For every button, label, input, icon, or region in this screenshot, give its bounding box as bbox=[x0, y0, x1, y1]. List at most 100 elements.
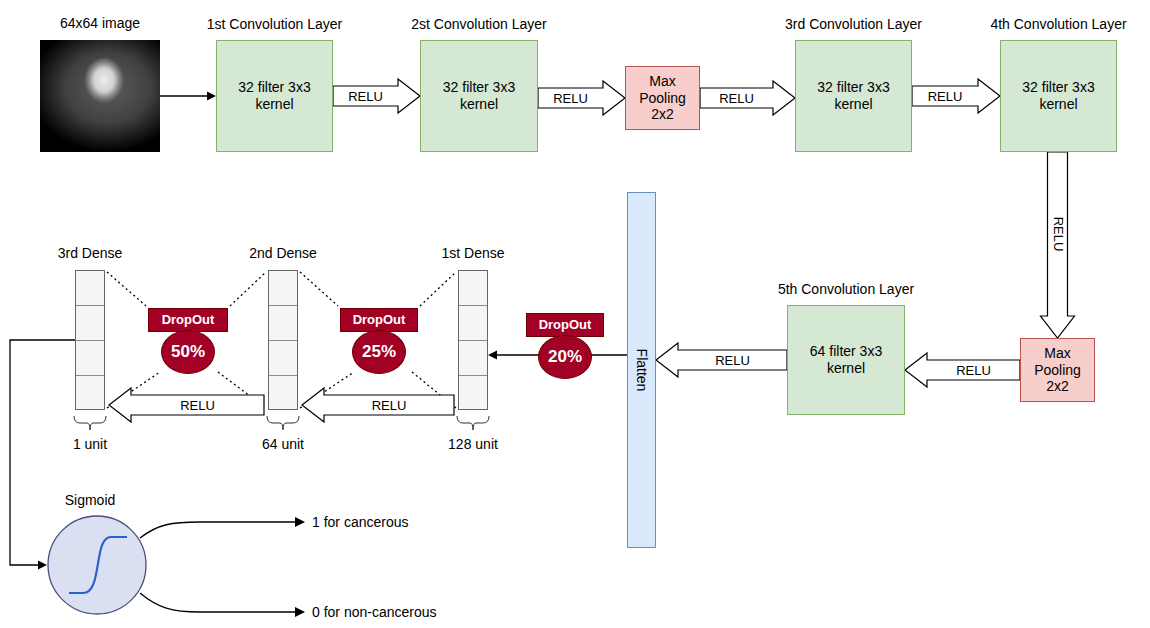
relu-arrow bbox=[656, 343, 787, 377]
dropout-marker: DropOut25% bbox=[340, 308, 418, 374]
sigmoid-curve bbox=[69, 537, 127, 593]
conv-layer-box: 4th Convolution Layer32 filter 3x3 kerne… bbox=[1000, 40, 1117, 152]
layer-title: 3rd Convolution Layer bbox=[785, 16, 922, 33]
layer-title: 1st Dense bbox=[441, 245, 504, 262]
relu-arrow bbox=[1041, 152, 1075, 338]
relu-arrow bbox=[905, 353, 1020, 387]
conv-layer-box: 5th Convolution Layer64 filter 3x3 kerne… bbox=[787, 305, 905, 415]
output-label: 1 for cancerous bbox=[312, 513, 409, 531]
bracket bbox=[457, 416, 489, 430]
edge-label: RELU bbox=[927, 89, 964, 104]
output-arrows bbox=[140, 522, 296, 612]
output-line bbox=[140, 593, 296, 612]
relu-arrow bbox=[700, 81, 795, 115]
relu-arrow bbox=[109, 388, 264, 422]
arrow-line bbox=[10, 340, 75, 565]
dotted-line bbox=[107, 272, 146, 306]
arrow-head bbox=[488, 351, 497, 360]
edge-label: RELU bbox=[718, 91, 755, 106]
flow-arrow bbox=[488, 351, 627, 360]
output-label: 0 for non-cancerous bbox=[312, 603, 437, 621]
sigmoid-circle: Sigmoid bbox=[47, 515, 147, 615]
layer-title: 2nd Dense bbox=[249, 245, 317, 262]
max-pooling-box: Max Pooling 2x2 bbox=[625, 66, 700, 130]
layer-title: 3rd Dense bbox=[58, 245, 123, 262]
arrow-head bbox=[295, 517, 305, 527]
dropout-dotted-lines bbox=[107, 272, 456, 408]
dropout-rate: 20% bbox=[538, 335, 592, 379]
flatten-band: Flatten bbox=[627, 192, 656, 548]
hollow-arrow bbox=[1041, 152, 1075, 338]
layer-spec: Max Pooling 2x2 bbox=[1030, 345, 1086, 395]
edge-label: RELU bbox=[714, 353, 751, 368]
dropout-marker: DropOut20% bbox=[526, 313, 604, 379]
dense-layer: 2nd Dense64 unit bbox=[268, 270, 298, 410]
edge-label: RELU bbox=[347, 89, 384, 104]
layer-title: 64x64 image bbox=[60, 15, 140, 32]
dropout-rate: 50% bbox=[161, 330, 215, 374]
dropout-marker: DropOut50% bbox=[148, 308, 228, 374]
dense-layer: 3rd Dense1 unit bbox=[75, 270, 105, 410]
edge-label: RELU bbox=[552, 91, 589, 106]
layer-title: Sigmoid bbox=[65, 492, 116, 509]
hollow-arrow bbox=[302, 388, 454, 422]
arrow-head bbox=[207, 92, 216, 101]
dropout-tag: DropOut bbox=[526, 313, 604, 337]
output-line bbox=[140, 522, 296, 538]
arrow-head bbox=[38, 561, 47, 570]
dropout-tag: DropOut bbox=[340, 308, 418, 332]
layer-spec: 64 filter 3x3 kernel bbox=[807, 343, 885, 377]
edge-label: RELU bbox=[179, 398, 216, 413]
conv-layer-box: 3rd Convolution Layer32 filter 3x3 kerne… bbox=[795, 40, 912, 152]
arrow-line bbox=[160, 95, 208, 96]
layer-spec: 32 filter 3x3 kernel bbox=[815, 79, 893, 113]
layer-spec: 32 filter 3x3 kernel bbox=[1020, 79, 1098, 113]
layer-spec: 32 filter 3x3 kernel bbox=[440, 79, 518, 113]
sigmoid-shape bbox=[47, 515, 147, 615]
conv-layer-box: 1st Convolution Layer32 filter 3x3 kerne… bbox=[216, 40, 333, 152]
conv-layer-box: 2st Convolution Layer32 filter 3x3 kerne… bbox=[420, 40, 538, 152]
unit-count: 1 unit bbox=[73, 436, 107, 453]
layer-title: 5th Convolution Layer bbox=[778, 281, 914, 298]
relu-arrow bbox=[333, 79, 420, 113]
dotted-line bbox=[420, 272, 456, 306]
flow-arrow bbox=[160, 92, 216, 101]
dotted-line bbox=[230, 272, 266, 306]
band-label: Flatten bbox=[633, 349, 650, 392]
layer-spec: Max Pooling 2x2 bbox=[635, 73, 691, 123]
sigmoid-outline bbox=[48, 516, 146, 614]
dotted-line bbox=[300, 272, 338, 306]
hollow-arrow bbox=[912, 79, 1000, 113]
relu-arrow bbox=[302, 388, 454, 422]
hollow-arrow bbox=[656, 343, 787, 377]
bracket bbox=[267, 416, 299, 430]
unit-count: 64 unit bbox=[262, 436, 304, 453]
arrow-line bbox=[496, 354, 627, 355]
hollow-arrow bbox=[333, 79, 420, 113]
dropout-rate: 25% bbox=[352, 330, 406, 374]
layer-title: 4th Convolution Layer bbox=[990, 16, 1126, 33]
hollow-arrow bbox=[905, 353, 1020, 387]
hollow-arrow bbox=[700, 81, 795, 115]
layer-spec: 32 filter 3x3 kernel bbox=[236, 79, 314, 113]
unit-brackets bbox=[74, 416, 489, 430]
layer-title: 1st Convolution Layer bbox=[207, 16, 342, 33]
dense-layer: 1st Dense128 unit bbox=[458, 270, 488, 410]
input-image: 64x64 image bbox=[40, 40, 160, 152]
arrow-head bbox=[295, 607, 305, 617]
hollow-arrow bbox=[109, 388, 264, 422]
relu-arrow bbox=[912, 79, 1000, 113]
bracket bbox=[74, 416, 106, 430]
dropout-tag: DropOut bbox=[148, 308, 228, 332]
layer-title: 2st Convolution Layer bbox=[411, 16, 546, 33]
edge-label: RELU bbox=[371, 398, 408, 413]
max-pooling-box: Max Pooling 2x2 bbox=[1020, 338, 1095, 402]
edge-label: RELU bbox=[955, 363, 992, 378]
unit-count: 128 unit bbox=[448, 436, 498, 453]
edge-label: RELU bbox=[1050, 216, 1065, 253]
relu-arrow bbox=[538, 81, 625, 115]
